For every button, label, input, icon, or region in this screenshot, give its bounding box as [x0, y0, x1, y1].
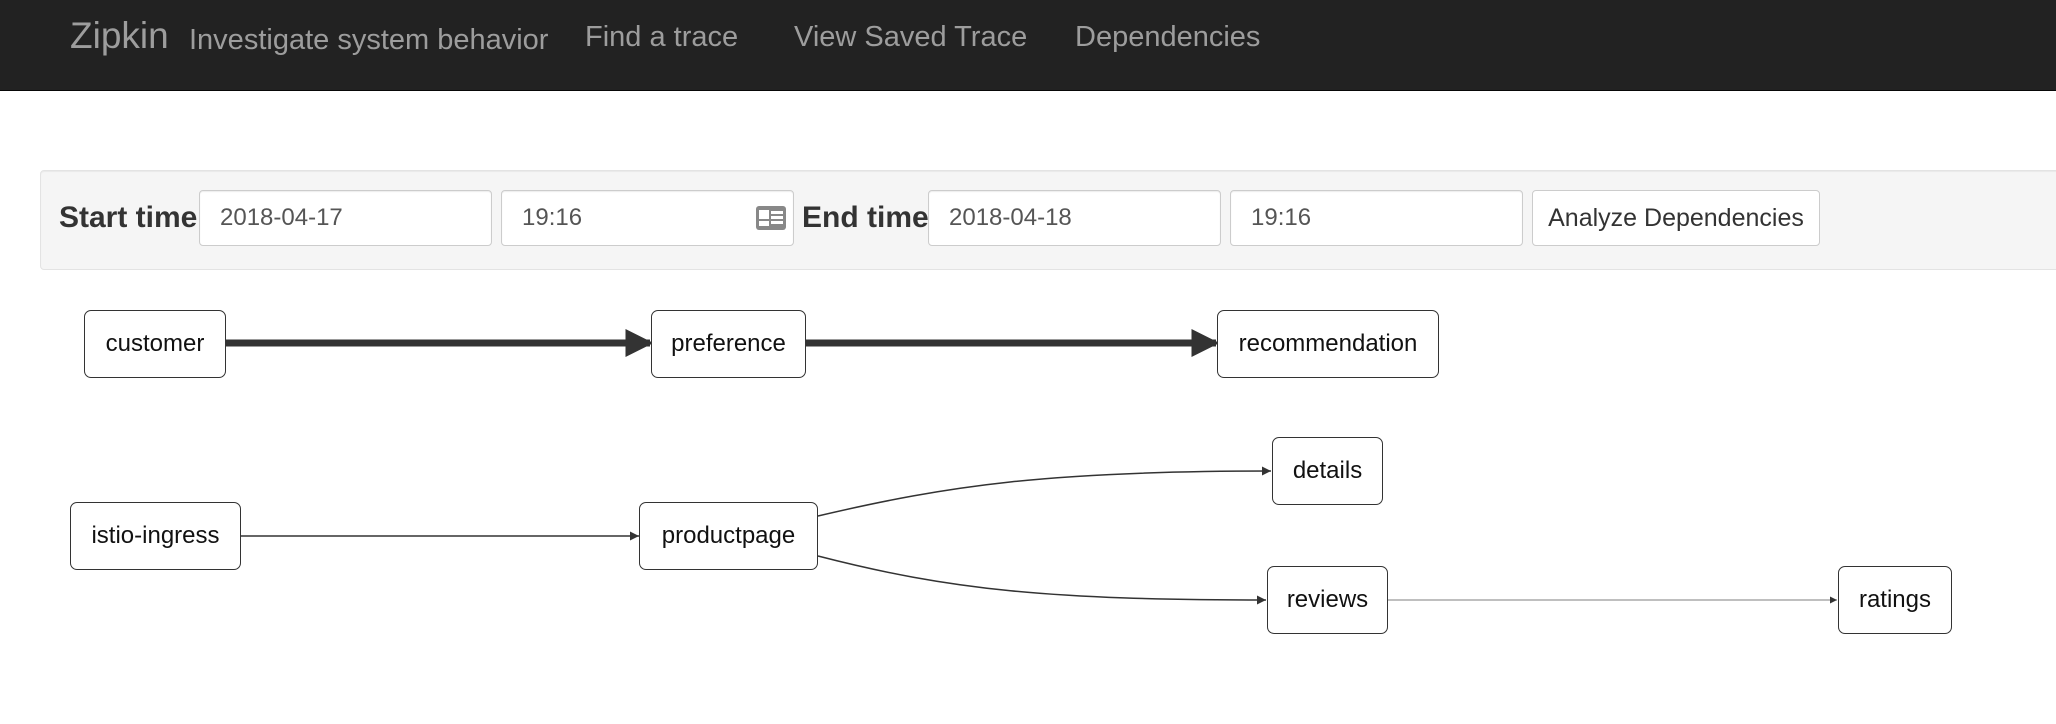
node-recommendation[interactable]: recommendation — [1217, 310, 1439, 378]
node-customer[interactable]: customer — [84, 310, 226, 378]
node-reviews[interactable]: reviews — [1267, 566, 1388, 634]
dependency-filter-panel: Start time 2018-04-17 19:16 End time 201… — [40, 170, 2056, 270]
nav-view-saved-trace[interactable]: View Saved Trace — [794, 21, 1028, 53]
nav-dependencies[interactable]: Dependencies — [1075, 21, 1261, 53]
dependency-graph: customer preference recommendation istio… — [0, 290, 2056, 724]
dependency-edges — [226, 329, 1837, 605]
edge-productpage-reviews — [817, 555, 1267, 605]
tagline: Investigate system behavior — [189, 24, 549, 56]
edge-productpage-details — [817, 466, 1272, 517]
navbar: Zipkin Investigate system behavior Find … — [0, 0, 2056, 91]
node-preference[interactable]: preference — [651, 310, 806, 378]
calendar-icon[interactable] — [755, 205, 787, 231]
node-details[interactable]: details — [1272, 437, 1383, 505]
node-productpage[interactable]: productpage — [639, 502, 818, 570]
start-time-value: 19:16 — [522, 204, 583, 231]
start-date-input[interactable]: 2018-04-17 — [199, 190, 492, 246]
start-time-input[interactable]: 19:16 — [501, 190, 794, 246]
nav-find-a-trace[interactable]: Find a trace — [585, 21, 739, 53]
analyze-dependencies-button[interactable]: Analyze Dependencies — [1532, 190, 1820, 246]
end-time-label: End time — [802, 201, 929, 234]
end-time-input[interactable]: 19:16 — [1230, 190, 1523, 246]
node-ratings[interactable]: ratings — [1838, 566, 1952, 634]
end-date-input[interactable]: 2018-04-18 — [928, 190, 1221, 246]
brand-logo-link[interactable]: Zipkin — [70, 15, 169, 56]
node-istio-ingress[interactable]: istio-ingress — [70, 502, 241, 570]
start-time-label: Start time — [59, 201, 198, 234]
